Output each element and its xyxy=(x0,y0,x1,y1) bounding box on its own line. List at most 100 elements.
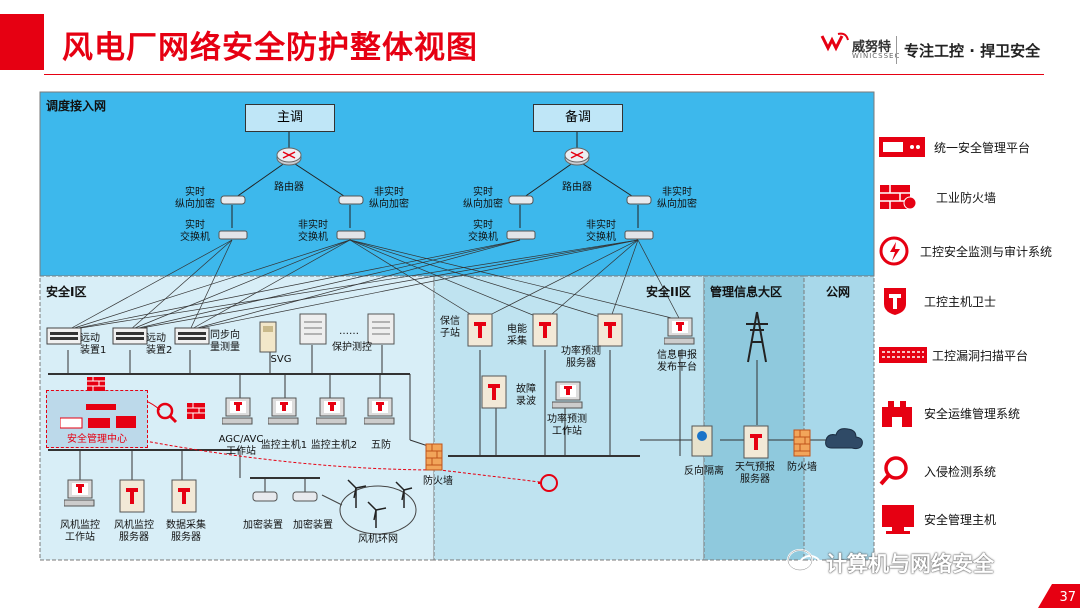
legend-item: 入侵检测系统 xyxy=(878,456,996,486)
switch-icon xyxy=(218,230,248,240)
logo-en: WINICSSEC xyxy=(852,52,901,60)
legend-label: 工控漏洞扫描平台 xyxy=(932,348,1029,363)
router-icon xyxy=(564,147,590,166)
protect-label: 保护测控 xyxy=(332,342,372,353)
dispatch-zone xyxy=(39,91,875,277)
agc-label: AGC/AVC 工作站 xyxy=(218,434,264,457)
vuln-scan-icon xyxy=(879,347,927,363)
firewall-label-mis: 防火墙 xyxy=(787,462,817,473)
nrt-switch-label: 非实时 交换机 xyxy=(298,220,328,243)
pmu-label: 同步向 量测量 xyxy=(210,330,240,353)
intrusion-detection-icon xyxy=(879,456,908,486)
legend-item: 工控安全监测与审计系统 xyxy=(878,236,1052,266)
encryption-device-icon xyxy=(626,195,652,205)
public-zone xyxy=(803,275,875,561)
industrial-firewall-icon xyxy=(880,185,917,210)
energy-label: 电能 采集 xyxy=(507,324,527,347)
data-srv-label: 数据采集 服务器 xyxy=(166,520,206,543)
nrt-switch-label: 非实时 交换机 xyxy=(586,220,616,243)
legend-label: 入侵检测系统 xyxy=(924,464,997,479)
wufang-label: 五防 xyxy=(371,440,391,451)
workstation-icon xyxy=(552,381,583,409)
enc2-label: 加密装置 xyxy=(293,520,333,531)
switch-fan-links xyxy=(67,239,681,331)
zone2-drops xyxy=(479,350,832,456)
svg-device-icon xyxy=(259,321,277,353)
wind-turbine-icon xyxy=(347,479,413,528)
pmu-icon xyxy=(174,327,210,345)
legend-label: 安全运维管理系统 xyxy=(924,406,1021,421)
server-icon xyxy=(119,479,145,513)
legend-item: 安全运维管理系统 xyxy=(878,398,1020,428)
ring-link xyxy=(321,494,343,506)
zone-label-safety1: 安全I区 xyxy=(46,285,87,299)
power-pred-srv-label: 功率预测 服务器 xyxy=(561,346,601,369)
ops-management-icon xyxy=(882,401,912,427)
zone-label-dispatch: 调度接入网 xyxy=(46,99,107,113)
switch-icon xyxy=(506,230,536,240)
svg-label: SVG xyxy=(270,354,292,365)
remote-unit-icon xyxy=(112,327,148,345)
weather-srv-label: 天气预报 服务器 xyxy=(735,462,775,485)
audit-monitor-icon xyxy=(879,236,909,266)
soc-devices-icon xyxy=(60,404,136,429)
encryption-device-icon xyxy=(338,195,364,205)
legend-item: 安全管理主机 xyxy=(878,504,996,534)
fault-label: 故障 录波 xyxy=(516,384,536,407)
unified-security-platform-icon xyxy=(879,137,925,157)
rt-encrypt-label: 实时 纵向加密 xyxy=(463,187,503,210)
rt-switch-label: 实时 交换机 xyxy=(468,220,498,243)
server-icon xyxy=(743,425,769,459)
remote-unit-icon xyxy=(46,327,82,345)
enc1-label: 加密装置 xyxy=(243,520,283,531)
logo-cn: 威努特 xyxy=(852,40,892,55)
legend-item: 工控漏洞扫描平台 xyxy=(878,340,1028,370)
relay-label: 保信 子站 xyxy=(440,316,460,339)
zone-label-public: 公网 xyxy=(826,285,851,299)
turbine-ws-label: 风机监控 工作站 xyxy=(60,520,100,543)
switch-icon xyxy=(336,230,366,240)
encryption-device-icon xyxy=(220,195,246,205)
legend-label: 工控安全监测与审计系统 xyxy=(920,244,1053,259)
header-divider xyxy=(44,74,1044,75)
encryption-device-icon xyxy=(292,491,318,502)
page-number: 37 xyxy=(1059,590,1076,605)
turbine-srv-label: 风机监控 服务器 xyxy=(114,520,154,543)
workstation-icon xyxy=(268,397,299,425)
router-label: 路由器 xyxy=(274,182,304,193)
transmission-tower-icon xyxy=(746,311,768,363)
workstation-icon xyxy=(664,317,695,345)
firewall-label: 防火墙 xyxy=(423,476,453,487)
encryption-device-icon xyxy=(252,491,278,502)
monitor1-label: 监控主机1 xyxy=(260,440,308,451)
firewall-icon xyxy=(425,443,443,471)
dots-label: …… xyxy=(339,326,359,337)
switch-icon xyxy=(624,230,654,240)
zone-label-mis: 管理信息大区 xyxy=(710,285,783,299)
wechat-icon xyxy=(787,549,821,573)
ids-search-icon xyxy=(156,402,178,424)
workstation-icon xyxy=(364,397,395,425)
workstation-icon xyxy=(316,397,347,425)
power-pred-ws-label: 功率预测 工作站 xyxy=(547,414,587,437)
internet-cloud-icon xyxy=(825,428,863,450)
legend-item: 统一安全管理平台 xyxy=(878,132,1030,162)
page-number-badge xyxy=(1038,584,1080,608)
server-icon xyxy=(597,313,623,347)
nrt-encrypt-label: 非实时 纵向加密 xyxy=(657,187,697,210)
security-host-icon xyxy=(882,505,914,534)
server-icon xyxy=(171,479,197,513)
watermark: 计算机与网络安全 xyxy=(826,552,994,576)
router-label: 路由器 xyxy=(562,182,592,193)
rt-switch-label: 实时 交换机 xyxy=(180,220,210,243)
reverse-iso-label: 反向隔离 xyxy=(684,466,724,477)
protection-server-icon xyxy=(367,313,395,345)
remote1-label: 远动 装置1 xyxy=(80,333,107,356)
ids-search-icon xyxy=(538,474,558,492)
server-icon xyxy=(481,375,507,409)
legend-label: 安全管理主机 xyxy=(924,512,997,527)
remote2-label: 远动 装置2 xyxy=(146,333,173,356)
nrt-encrypt-label: 非实时 纵向加密 xyxy=(369,187,409,210)
legend-item: 工业防火墙 xyxy=(878,182,996,212)
page-title: 风电厂网络安全防护整体视图 xyxy=(62,30,478,66)
